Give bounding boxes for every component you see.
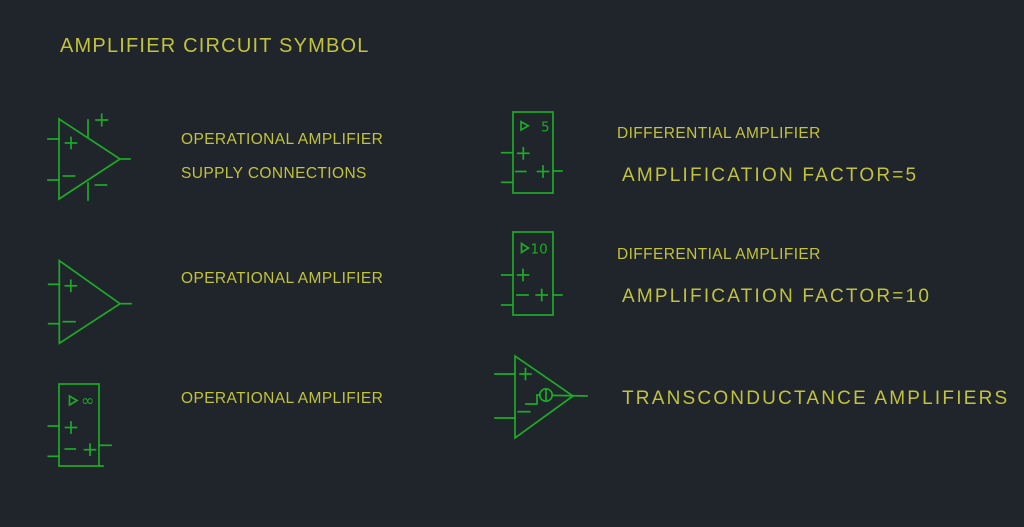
opamp-infinite-gain-symbol: ∞ (47, 383, 112, 467)
entry-label: OPERATIONAL AMPLIFIER (181, 131, 384, 148)
entry-label: AMPLIFICATION FACTOR=10 (622, 286, 932, 307)
amp-box-body (512, 231, 554, 316)
entry-label: DIFFERENTIAL AMPLIFIER (617, 125, 821, 142)
transconductance-amp-symbol (494, 354, 588, 440)
entry-label: OPERATIONAL AMPLIFIER (181, 390, 384, 407)
entry-label: TRANSCONDUCTANCE AMPLIFIERS (622, 388, 1010, 409)
amp-triangle-body (514, 354, 575, 440)
output-lead (551, 394, 588, 397)
entry-label: SUPPLY CONNECTIONS (181, 165, 367, 182)
amp-triangle-glyph (520, 241, 531, 255)
gain-value: 5 (541, 120, 550, 136)
amp-box-body (58, 383, 100, 467)
current-source-step-lead (525, 394, 541, 405)
entry-label: DIFFERENTIAL AMPLIFIER (617, 246, 821, 263)
amp-triangle-glyph (68, 394, 79, 407)
amp-triangle-glyph (520, 120, 531, 132)
diff-amp-5-symbol: 5 (500, 111, 563, 194)
opamp-triangle-body (58, 259, 122, 345)
gain-value: ∞ (81, 391, 94, 410)
entry-label: AMPLIFICATION FACTOR=5 (622, 165, 919, 186)
gain-value: 10 (531, 242, 548, 258)
opamp-symbol (47, 259, 132, 345)
entry-label: OPERATIONAL AMPLIFIER (181, 270, 384, 287)
opamp-supply-symbol (47, 113, 131, 201)
page-title: AMPLIFIER CIRCUIT SYMBOL (60, 35, 370, 57)
opamp-triangle-body (58, 117, 122, 201)
diff-amp-10-symbol: 10 (500, 231, 563, 316)
